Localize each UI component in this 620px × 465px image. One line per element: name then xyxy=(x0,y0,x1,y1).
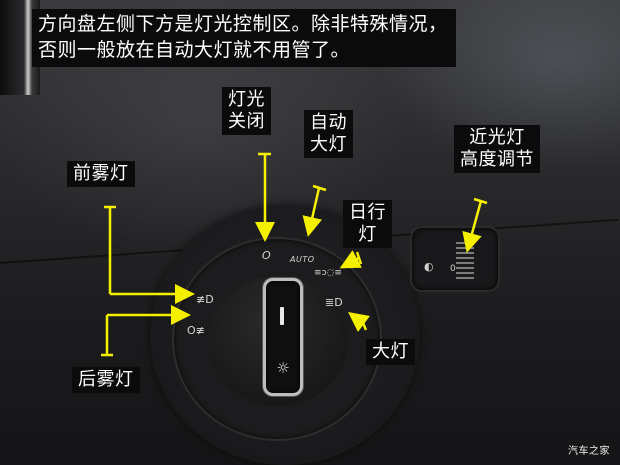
leveling-arrow xyxy=(462,200,483,253)
off-position-mark: O xyxy=(262,249,271,262)
auto-position-mark: AUTO xyxy=(290,255,315,264)
rear-fog-icon: O≢ xyxy=(187,324,205,337)
leveling-zero-mark: 0 xyxy=(450,264,456,274)
auto-arrow xyxy=(302,187,323,237)
light-switch-knob[interactable]: ☼ xyxy=(263,278,303,396)
label-daytime-running: 日行 灯 xyxy=(343,200,392,248)
label-low-beam-height: 近光灯 高度调节 xyxy=(454,125,540,173)
parking-light-icon: ≡ↄ◌≡ xyxy=(314,268,342,278)
label-drl-line2: 灯 xyxy=(358,224,377,245)
label-drl-line1: 日行 xyxy=(349,202,386,223)
light-sun-icon: ☼ xyxy=(276,359,290,377)
auto-tick xyxy=(312,184,327,192)
drl-arrow xyxy=(339,250,362,269)
label-leveling-line1: 近光灯 xyxy=(469,127,525,148)
label-leveling-line2: 高度调节 xyxy=(460,149,534,170)
label-front-fog: 前雾灯 xyxy=(67,161,135,187)
front-fog-icon: ≢D xyxy=(196,293,214,306)
watermark: 汽车之家 xyxy=(568,446,610,457)
low-beam-icon: ≣D xyxy=(325,296,343,309)
label-auto-headlights: 自动 大灯 xyxy=(304,110,353,158)
caption-line-1: 方向盘左侧下方是灯光控制区。除非特殊情况， xyxy=(38,13,448,35)
headlight-range-icon: ◐ xyxy=(424,260,434,273)
caption-line-2: 否则一般放在自动大灯就不用管了。 xyxy=(38,39,351,61)
caption-box: 方向盘左侧下方是灯光控制区。除非特殊情况， 否则一般放在自动大灯就不用管了。 xyxy=(32,9,456,67)
headlight-arrow xyxy=(348,312,370,332)
label-rear-fog: 后雾灯 xyxy=(72,367,140,393)
knob-indicator xyxy=(280,307,284,325)
label-lights-off: 灯光 关闭 xyxy=(222,87,271,135)
label-auto-line2: 大灯 xyxy=(310,134,347,155)
label-lights-off-line1: 灯光 xyxy=(228,89,265,110)
label-headlights: 大灯 xyxy=(366,339,415,365)
label-auto-line1: 自动 xyxy=(310,112,347,133)
label-lights-off-line2: 关闭 xyxy=(228,111,265,132)
headlight-leveling-control: ◐ 0 xyxy=(410,226,500,292)
